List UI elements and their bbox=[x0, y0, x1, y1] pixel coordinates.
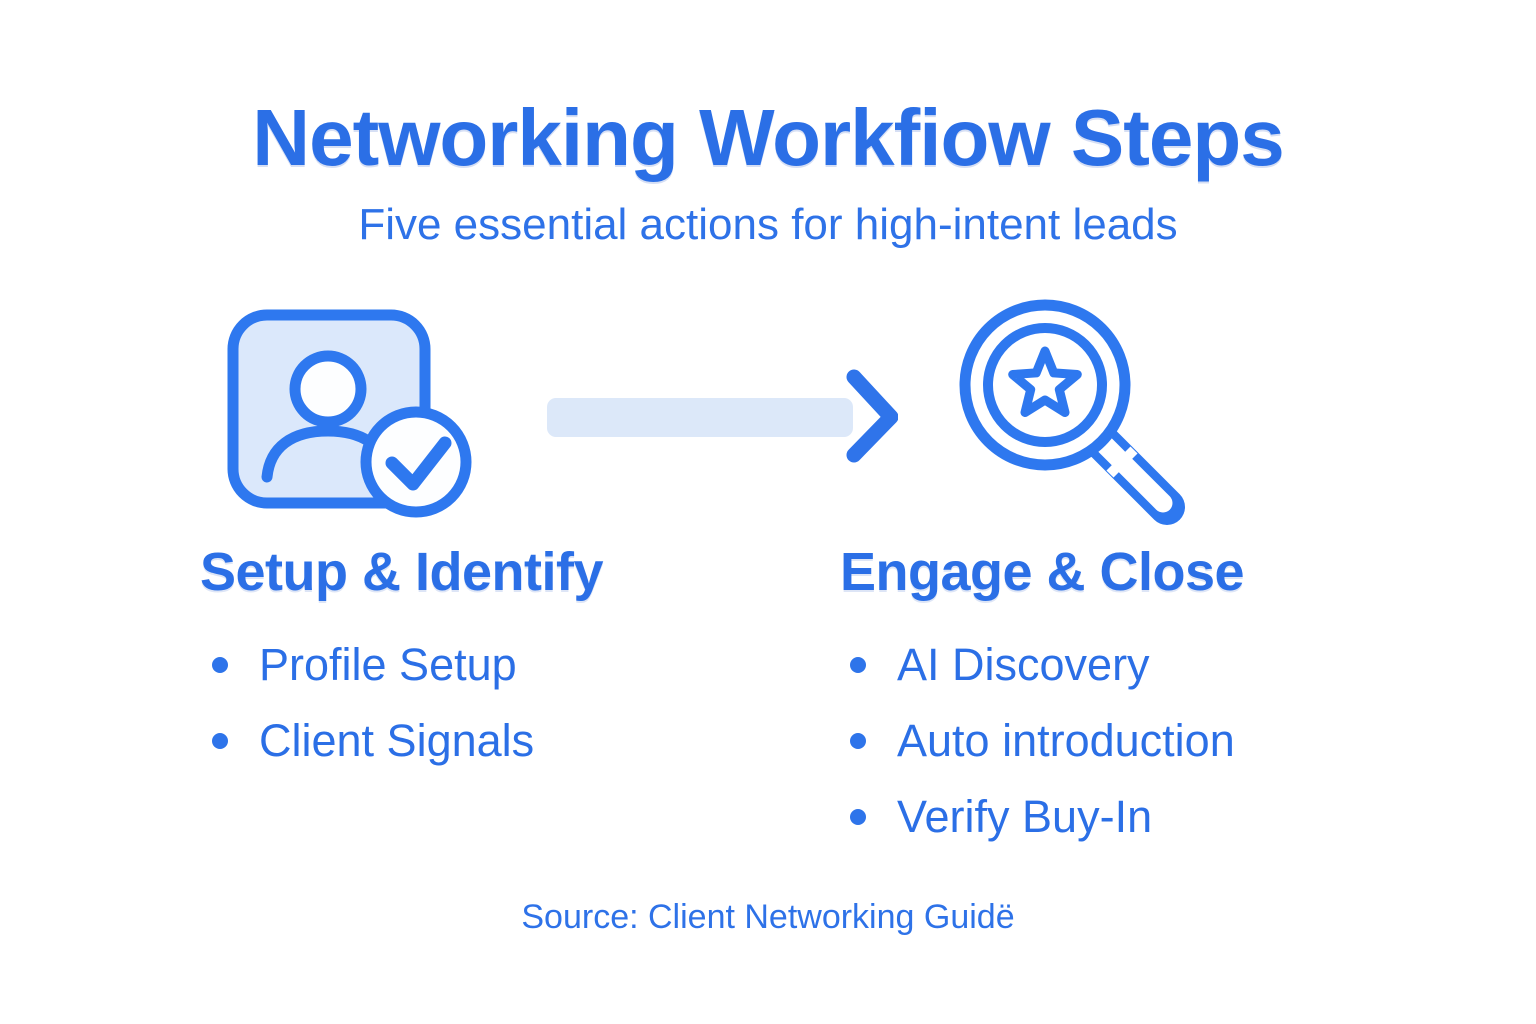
magnifier-star-icon bbox=[945, 293, 1195, 538]
list-item-label: Auto introduction bbox=[897, 715, 1235, 766]
bullet-dot bbox=[212, 733, 228, 749]
list-item: Verify Buy-In bbox=[850, 779, 1235, 855]
list-item: Profile Setup bbox=[212, 627, 534, 703]
bullet-list-setup-identify: Profile Setup Client Signals bbox=[212, 627, 534, 779]
list-item: Client Signals bbox=[212, 703, 534, 779]
arrow-right-icon bbox=[538, 362, 899, 477]
list-item-label: Profile Setup bbox=[259, 639, 517, 690]
list-item: AI Discovery bbox=[850, 627, 1235, 703]
bullet-dot bbox=[850, 809, 866, 825]
column-heading-setup-identify: Setup & Identify bbox=[200, 542, 604, 602]
list-item-label: Verify Buy-In bbox=[897, 791, 1153, 842]
bullet-list-engage-close: AI Discovery Auto introduction Verify Bu… bbox=[850, 627, 1235, 855]
bullet-dot bbox=[212, 657, 228, 673]
source-note: Source: Client Networking Guidë bbox=[521, 898, 1015, 936]
page-title: Networking Workfiow Steps bbox=[252, 93, 1284, 182]
list-item-label: Client Signals bbox=[259, 715, 535, 766]
page-subtitle: Five essential actions for high-intent l… bbox=[358, 200, 1178, 249]
profile-verified-icon bbox=[222, 297, 482, 532]
column-heading-engage-close: Engage & Close bbox=[840, 542, 1245, 602]
bullet-dot bbox=[850, 733, 866, 749]
list-item: Auto introduction bbox=[850, 703, 1235, 779]
bullet-dot bbox=[850, 657, 866, 673]
list-item-label: AI Discovery bbox=[897, 639, 1150, 690]
